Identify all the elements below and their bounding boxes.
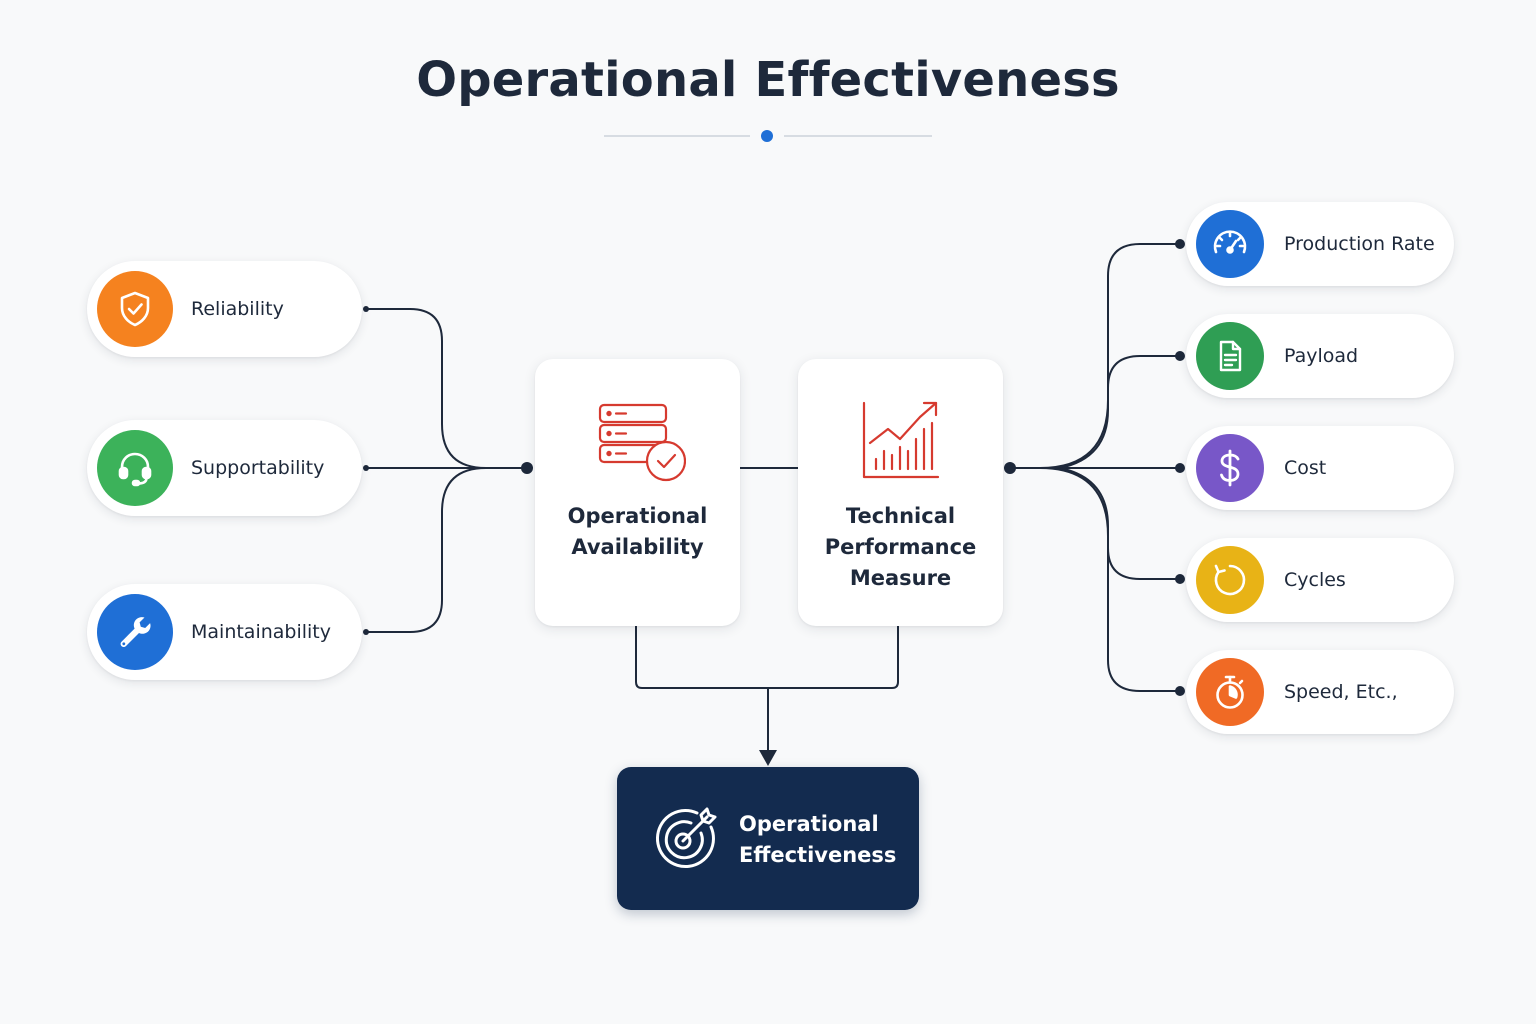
input-label: Maintainability [191, 621, 332, 643]
connector-down [635, 626, 899, 689]
wrench-icon [97, 594, 173, 670]
measure-label: Cost [1284, 457, 1327, 479]
connector-maintainability [366, 467, 487, 633]
measure-cycles: Cycles [1186, 538, 1454, 622]
trend-chart-icon [798, 399, 1003, 483]
measure-speed: Speed, Etc., [1186, 650, 1454, 734]
result-operational-effectiveness: Operational Effectiveness [617, 767, 919, 910]
card-label: Operational Availability [567, 504, 708, 559]
stopwatch-icon [1196, 658, 1264, 726]
result-label: Operational Effectiveness [739, 812, 897, 867]
server-check-icon [535, 399, 740, 485]
junction-right [1004, 462, 1016, 474]
measure-label: Speed, Etc., [1284, 681, 1398, 703]
title-divider [604, 126, 932, 146]
node-technical-performance-measure: Technical Performance Measure [798, 359, 1003, 626]
input-maintainability: Maintainability [87, 584, 362, 680]
measure-cost: Cost [1186, 426, 1454, 510]
input-label: Reliability [191, 298, 284, 320]
headset-icon [97, 430, 173, 506]
input-reliability: Reliability [87, 261, 362, 357]
cycle-icon [1196, 546, 1264, 614]
dollar-icon [1196, 434, 1264, 502]
junction-left [521, 462, 533, 474]
measure-label: Production Rate [1284, 233, 1435, 255]
document-icon [1196, 322, 1264, 390]
page-title: Operational Effectiveness [416, 52, 1120, 108]
title-divider-dot [761, 130, 773, 142]
connector-cycles [1059, 467, 1180, 580]
measure-payload: Payload [1186, 314, 1454, 398]
measure-production-rate: Production Rate [1186, 202, 1454, 286]
arrow-head [759, 750, 777, 766]
input-supportability: Supportability [87, 420, 362, 516]
node-operational-availability: Operational Availability [535, 359, 740, 626]
speedometer-icon [1196, 210, 1264, 278]
connector-speed [1039, 467, 1180, 692]
input-label: Supportability [191, 457, 325, 479]
connector-payload [1059, 355, 1180, 469]
card-label: Technical Performance Measure [824, 504, 977, 590]
target-icon [649, 801, 725, 881]
measure-label: Cycles [1284, 569, 1346, 591]
shield-check-icon [97, 271, 173, 347]
connector-reliability [366, 308, 527, 469]
measure-label: Payload [1284, 345, 1359, 367]
